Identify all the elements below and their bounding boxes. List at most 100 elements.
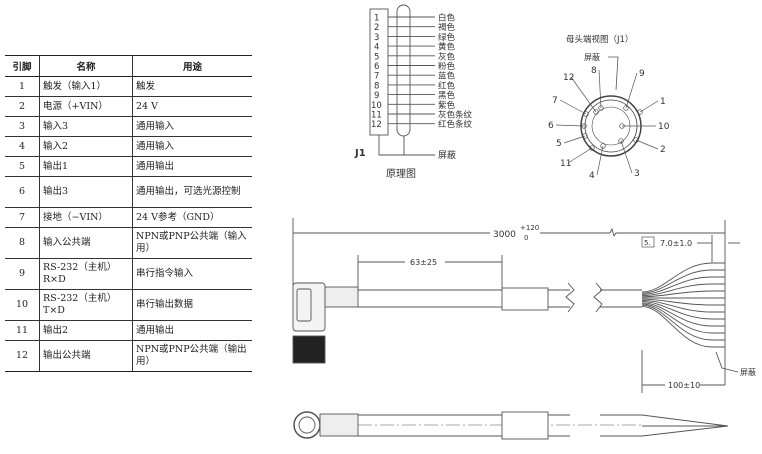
pin-leader — [596, 145, 604, 176]
cell-pin: 4 — [5, 136, 40, 157]
shield-label: 屏蔽 — [438, 149, 456, 161]
cell-use: 通用输入 — [132, 136, 252, 157]
pin-leader — [620, 140, 633, 174]
pin-leader — [570, 76, 597, 113]
pin-socket — [623, 105, 629, 111]
connector-view-title: 母头端视图（J1） — [566, 34, 633, 45]
pin-number: 10 — [371, 101, 382, 111]
pin-number: 6 — [374, 62, 379, 72]
pin-socket — [598, 105, 604, 111]
cell-pin: 1 — [5, 76, 40, 97]
cell-name: 触发（输入1） — [39, 76, 133, 97]
cell-name: RS-232（主机）T×D — [39, 289, 133, 321]
cell-use: 通用输出 — [132, 156, 252, 177]
pin-label: 4 — [589, 171, 595, 181]
fan-wire — [641, 301, 725, 320]
pin-number: 12 — [371, 120, 382, 130]
fan-wire — [641, 276, 725, 295]
strip-length: 7.0±1.0 — [660, 239, 692, 248]
pin-number: 5 — [374, 52, 379, 62]
pin-socket — [618, 138, 624, 144]
pin-socket — [593, 109, 599, 115]
cell-use: NPN或PNP公共端（输出用） — [132, 340, 252, 372]
pin-label: 2 — [660, 145, 666, 155]
pin-socket — [589, 145, 595, 151]
cell-use: NPN或PNP公共端（输入用） — [132, 227, 252, 259]
cell-name: 输出公共端 — [39, 340, 133, 372]
pin-number: 4 — [374, 43, 379, 53]
sleeve-distance: 63±25 — [410, 258, 437, 267]
pin-socket — [637, 109, 643, 115]
cell-name: 输入3 — [39, 116, 133, 137]
pin-label: 5 — [556, 139, 562, 149]
cell-pin: 2 — [5, 96, 40, 117]
pin-leader — [555, 124, 585, 127]
shield-wire — [378, 135, 435, 156]
j1-label: J1 — [354, 148, 366, 159]
cell-pin: 8 — [5, 227, 40, 259]
fan-length: 100±10 — [668, 381, 700, 390]
cell-pin: 9 — [5, 258, 40, 290]
pin-leader — [563, 135, 586, 144]
pin-number: 3 — [374, 33, 379, 43]
pin-socket — [633, 137, 639, 143]
fan-wire — [641, 304, 725, 341]
wire-color: 褐色 — [438, 22, 456, 33]
fan-wire — [641, 298, 725, 306]
cell-use: 串行输出数据 — [132, 289, 252, 321]
note-number: 5. — [644, 239, 651, 247]
pin-label: 7 — [552, 96, 558, 106]
wire-color: 蓝色 — [438, 71, 456, 82]
wire-color: 绿色 — [438, 32, 456, 43]
fan-wire — [641, 302, 725, 327]
pin-label: 6 — [548, 121, 554, 131]
fan-wire — [641, 269, 725, 294]
cell-use: 通用输出，可选光源控制 — [132, 176, 252, 208]
pin-number: 9 — [374, 91, 379, 101]
pin-label: 12 — [563, 73, 574, 83]
pin-leader — [635, 139, 659, 150]
fan-wire — [641, 262, 725, 293]
cell-pin: 10 — [5, 289, 40, 321]
length-tol-upper: +120 — [520, 224, 539, 232]
cell-name: 输出2 — [39, 320, 133, 341]
pin-label: 1 — [660, 97, 666, 107]
length-main: 3000 — [493, 230, 516, 240]
wire-color: 紫色 — [438, 100, 456, 111]
cell-pin: 7 — [5, 207, 40, 228]
cell-pin: 5 — [5, 156, 40, 177]
pin-label: 9 — [639, 69, 645, 79]
wire-color: 白色 — [438, 13, 456, 24]
connector-shield-label: 屏蔽 — [584, 52, 600, 62]
pin-label: 10 — [658, 122, 670, 132]
pin-socket — [583, 111, 589, 117]
cell-name: 输出1 — [39, 156, 133, 177]
wire-color: 灰色条纹 — [438, 110, 473, 121]
pin-socket — [619, 123, 625, 129]
pin-label: 3 — [634, 169, 640, 179]
cell-pin: 6 — [5, 176, 40, 208]
cell-name: 接地（−VIN） — [39, 207, 133, 228]
cell-name: 输入公共端 — [39, 227, 133, 259]
pin-number: 8 — [374, 81, 379, 91]
pin-label: 11 — [560, 159, 571, 169]
cell-name: RS-232（主机）R×D — [39, 258, 133, 290]
fan-wire — [641, 299, 725, 313]
pin-socket — [582, 133, 588, 139]
pin-leader — [639, 100, 659, 113]
pin-socket — [581, 123, 587, 129]
connector-nut — [292, 335, 326, 364]
pin-number: 11 — [371, 111, 382, 121]
pin-leader — [567, 147, 593, 164]
